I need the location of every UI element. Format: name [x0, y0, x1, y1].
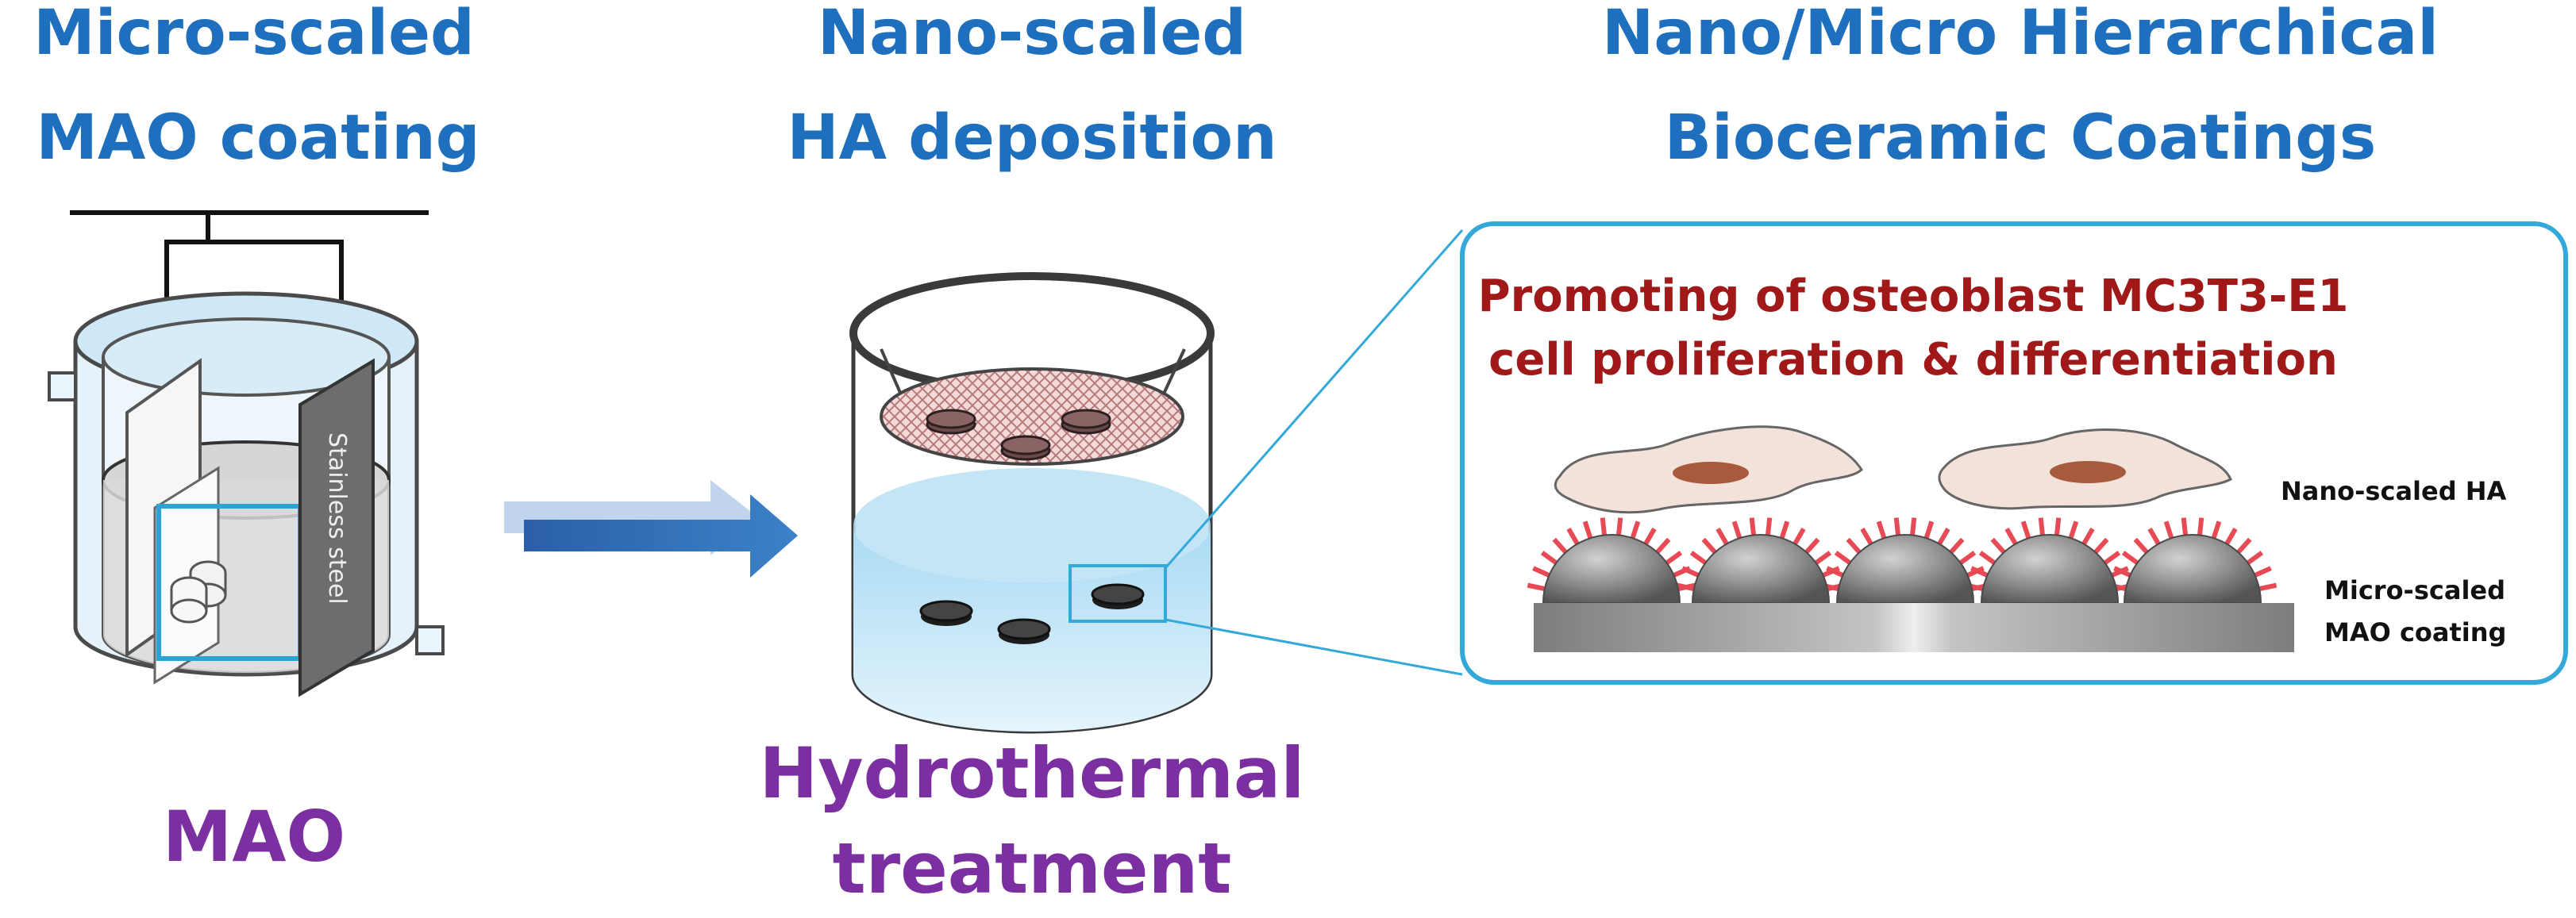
stainless-steel-label: Stainless steel [323, 432, 351, 605]
ha-spike [1893, 517, 1901, 537]
micro-scaled-label-line1: Micro-scaled [2324, 575, 2505, 605]
effect-text-line1: Promoting of osteoblast MC3T3-E1 [1478, 271, 2349, 322]
ha-spike [1779, 520, 1790, 541]
mao-title-line1: Micro-scaled [33, 0, 475, 69]
ha-nanospikes [1527, 517, 2278, 592]
ha-spike [1978, 551, 1997, 567]
ha-spike [2197, 517, 2204, 537]
ha-spike [1749, 517, 1757, 537]
hydrothermal-process-line1: Hydrothermal [760, 732, 1305, 814]
ha-spike [2257, 582, 2278, 592]
ha-spike [1958, 551, 1977, 567]
ha-spike [2235, 537, 2252, 555]
ha-spike [1909, 517, 1917, 537]
hydrothermal-title-line1: Nano-scaled [818, 0, 1246, 69]
mao-process-label: MAO [163, 796, 345, 878]
result-title-line2: Bioceramic Coatings [1665, 102, 2377, 174]
ha-spike [2054, 517, 2062, 537]
coating-cross-section-icon [1527, 517, 2294, 652]
ha-spike [1582, 520, 1593, 541]
mao-micro-spheres [1542, 534, 2262, 604]
micro-scaled-label-line2: MAO coating [2324, 617, 2506, 647]
ha-spike [1834, 551, 1853, 567]
ha-spike [1936, 527, 1950, 547]
mao-sphere [1980, 534, 2120, 604]
ha-spike [1540, 551, 1559, 567]
mao-electrolysis-cell-icon: Stainless steel [48, 210, 445, 697]
ha-spike [1876, 520, 1887, 541]
ha-spike [2163, 520, 2174, 541]
result-title-line1: Nano/Micro Hierarchical [1602, 0, 2439, 69]
ha-spike [1846, 537, 1863, 555]
ha-spike [1681, 566, 1701, 578]
ha-spike [1990, 537, 2008, 555]
ha-spike [2211, 520, 2222, 541]
liquid-disks-icon [919, 583, 1145, 644]
ha-spike [2020, 520, 2031, 541]
ha-spike [1731, 520, 1742, 541]
magnifier-zoom-lines-icon [1164, 229, 1464, 676]
ha-spike [2038, 517, 2046, 537]
ha-spike [2133, 537, 2151, 555]
ha-spike [1600, 517, 1608, 537]
ha-spike [1664, 551, 1683, 567]
ha-spike [2252, 566, 2272, 578]
ha-spike [1970, 566, 1990, 578]
mao-sphere [1691, 534, 1831, 604]
ha-spike [1566, 527, 1581, 547]
osteoblast-cell-right-icon [1938, 428, 2232, 510]
ha-spike [1676, 582, 1696, 592]
osteoblast-cell-left-icon [1554, 425, 1863, 514]
ha-spike [1654, 537, 1671, 555]
mesh-disks-icon [926, 409, 1111, 461]
ha-spike [1860, 527, 1874, 547]
ha-spike [1701, 537, 1719, 555]
ha-spike [1532, 566, 1552, 578]
ha-spike [2245, 551, 2264, 567]
ha-spike [1642, 527, 1657, 547]
ha-spike [1947, 537, 1965, 555]
ha-spike [1630, 520, 1641, 541]
ha-spike [2092, 537, 2109, 555]
effect-text-line2: cell proliferation & differentiation [1488, 334, 2338, 386]
mao-sphere [2123, 534, 2262, 604]
ha-spike [2113, 566, 2133, 578]
ha-spike [1552, 537, 1569, 555]
ha-spike [1765, 517, 1773, 537]
mao-sphere [1835, 534, 1975, 604]
mao-title-line2: MAO coating [36, 102, 479, 174]
ha-spike [1615, 517, 1623, 537]
hydrothermal-process-line2: treatment [833, 828, 1232, 909]
ha-spike [1826, 566, 1846, 578]
ha-spike [2147, 527, 2162, 547]
ha-spike [1689, 551, 1708, 567]
ha-spike [1527, 582, 1547, 592]
ha-spike [1715, 527, 1730, 547]
ha-spike [1813, 551, 1832, 567]
hydrothermal-vessel-icon [849, 272, 1215, 734]
hydrothermal-title-line2: HA deposition [787, 102, 1276, 174]
ha-spike [1923, 520, 1935, 541]
ha-spike [2224, 527, 2238, 547]
ha-spike [2181, 517, 2189, 537]
ha-spike [2004, 527, 2019, 547]
mao-sphere [1542, 534, 1681, 604]
ha-spike [2121, 551, 2140, 567]
ha-spike [2068, 520, 2079, 541]
process-arrow-icon [504, 480, 798, 578]
ha-spike [1803, 537, 1820, 555]
ha-spike [1792, 527, 1806, 547]
sample-disks-icon [170, 560, 227, 624]
ha-spike [2081, 527, 2095, 547]
substrate-layer [1534, 603, 2294, 652]
ha-spike [2102, 551, 2121, 567]
nano-scaled-ha-label: Nano-scaled HA [2281, 476, 2507, 506]
